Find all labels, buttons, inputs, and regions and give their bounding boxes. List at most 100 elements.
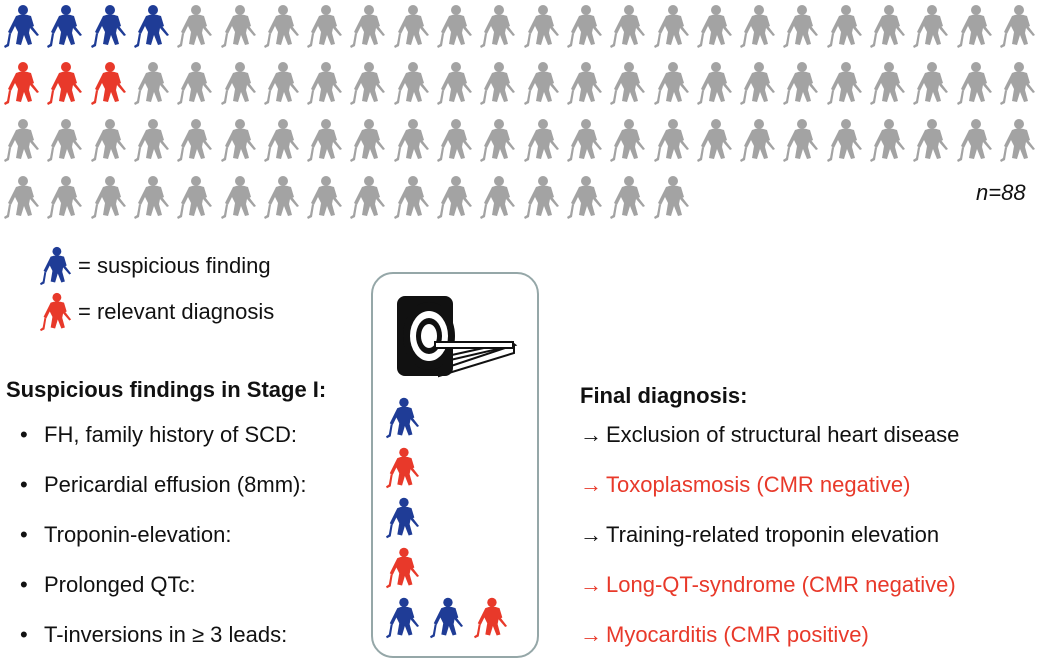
bullet: • <box>20 572 28 597</box>
diagnosis-item: →Toxoplasmosis (CMR negative) <box>580 472 910 498</box>
player-icon-gray <box>696 5 732 48</box>
player-icon-gray <box>480 119 516 162</box>
player-icon-gray <box>999 119 1035 162</box>
player-icon-gray <box>653 176 689 219</box>
player-icon-gray <box>523 119 559 162</box>
player-icon-gray <box>4 119 39 162</box>
player-icon-gray <box>740 62 776 105</box>
player-icon-gray <box>523 5 559 48</box>
player-icon-gray <box>480 176 516 219</box>
player-icon-gray <box>610 176 646 219</box>
player-icon-gray <box>870 5 905 48</box>
player-icon-gray <box>393 62 429 105</box>
player-icon-gray <box>740 5 776 48</box>
player-icon-gray <box>783 62 819 105</box>
player-icon-blue <box>4 5 39 48</box>
player-icon-gray <box>4 176 39 219</box>
diagnosis-item: →Training-related troponin elevation <box>580 522 939 548</box>
player-icon-gray <box>566 5 602 48</box>
player-icon-gray <box>350 119 386 162</box>
player-icon-gray <box>47 119 83 162</box>
player-icon-gray <box>653 119 689 162</box>
diagnosis-label: Toxoplasmosis (CMR negative) <box>606 472 911 497</box>
player-icon-gray <box>263 176 299 219</box>
player-icon-gray <box>696 119 732 162</box>
player-icon-blue <box>386 497 420 539</box>
cmr-box <box>371 272 539 658</box>
player-icon-blue <box>90 5 126 48</box>
player-icon-gray <box>350 5 386 48</box>
player-icon-gray <box>913 119 949 162</box>
player-icon-gray <box>826 62 862 105</box>
finding-label: Troponin-elevation: <box>44 522 232 547</box>
bullet: • <box>20 622 28 647</box>
player-icon-blue <box>133 5 169 48</box>
finding-players <box>386 396 420 440</box>
sample-count: n=88 <box>976 180 1026 205</box>
player-icon-gray <box>610 119 646 162</box>
findings-heading: Suspicious findings in Stage I: <box>6 377 327 402</box>
player-icon-red <box>47 62 83 105</box>
player-icon-red <box>4 62 39 105</box>
player-icon-gray <box>783 119 819 162</box>
arrow-icon: → <box>580 422 602 447</box>
player-icon-gray <box>480 5 516 48</box>
player-icon-gray <box>740 119 776 162</box>
player-icon-gray <box>220 119 256 162</box>
finding-label: FH, family history of SCD: <box>44 422 298 447</box>
player-icon-gray <box>220 5 256 48</box>
player-icon-gray <box>610 62 646 105</box>
legend-label: = relevant diagnosis <box>78 299 275 324</box>
arrow-icon: → <box>580 522 602 547</box>
finding-label: Pericardial effusion (8mm): <box>44 472 307 497</box>
player-icon-gray <box>133 119 169 162</box>
player-icon-gray <box>870 119 905 162</box>
finding-players <box>386 446 420 490</box>
player-icon-blue <box>430 597 464 639</box>
player-icon-gray <box>566 176 602 219</box>
bullet: • <box>20 472 28 497</box>
player-grid <box>0 0 1052 220</box>
player-icon-gray <box>956 5 992 48</box>
player-icon-gray <box>177 5 213 48</box>
player-icon-blue <box>47 5 83 48</box>
player-icon-gray <box>393 176 429 219</box>
player-icon-gray <box>870 62 905 105</box>
bullet: • <box>20 522 28 547</box>
finding-item: • T-inversions in ≥ 3 leads: <box>20 622 287 648</box>
player-icon-gray <box>177 119 213 162</box>
player-icon-gray <box>133 176 169 219</box>
legend-player-icon-blue <box>40 246 72 286</box>
player-icon-gray <box>956 119 992 162</box>
player-icon-gray <box>90 119 126 162</box>
player-icon-gray <box>307 176 343 219</box>
player-icon-gray <box>826 119 862 162</box>
player-icon-gray <box>523 176 559 219</box>
diagnosis-label: Exclusion of structural heart disease <box>606 422 960 447</box>
player-icon-gray <box>480 62 516 105</box>
player-icon-gray <box>307 62 343 105</box>
player-icon-gray <box>956 62 992 105</box>
player-icon-red <box>386 447 420 489</box>
finding-players <box>386 596 508 640</box>
player-icon-gray <box>307 119 343 162</box>
player-icon-gray <box>913 5 949 48</box>
player-icon-gray <box>263 5 299 48</box>
finding-item: •FH, family history of SCD: <box>20 422 297 448</box>
player-icon-gray <box>220 176 256 219</box>
player-icon-gray <box>437 5 472 48</box>
player-icon-gray <box>523 62 559 105</box>
player-icon-gray <box>913 62 949 105</box>
finding-players <box>386 496 420 540</box>
player-icon-gray <box>263 119 299 162</box>
player-icon-gray <box>393 5 429 48</box>
player-icon-gray <box>999 5 1035 48</box>
player-icon-gray <box>90 176 126 219</box>
diagnosis-item: →Myocarditis (CMR positive) <box>580 622 869 648</box>
finding-label: Prolonged QTc: <box>44 572 196 597</box>
player-icon-gray <box>220 62 256 105</box>
legend-label: = suspicious finding <box>78 253 271 278</box>
player-icon-red <box>386 547 420 589</box>
player-icon-gray <box>177 62 213 105</box>
finding-label: T-inversions in ≥ 3 leads: <box>44 622 288 647</box>
